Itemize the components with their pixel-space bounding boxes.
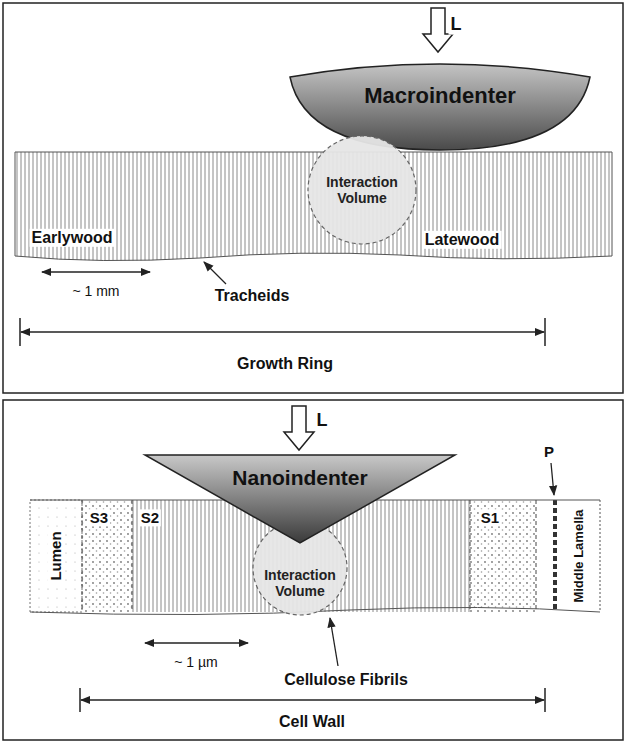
dimension-arrow xyxy=(145,642,248,643)
slab-edge xyxy=(600,500,601,612)
panel-frame xyxy=(3,400,623,740)
node-label: Interaction Volume xyxy=(317,174,407,206)
dimension-label: ~ 1 mm xyxy=(70,283,121,299)
layer-label: S3 xyxy=(88,509,110,526)
dimension-arrow xyxy=(42,271,150,272)
dimension-label: ~ 1 µm xyxy=(172,654,219,670)
dimension-tick xyxy=(544,688,546,712)
layer-label: S2 xyxy=(139,509,161,526)
panel-frame xyxy=(3,3,623,393)
s3-layer xyxy=(82,500,132,612)
node-label: Macroindenter xyxy=(364,83,516,108)
layer-boundary xyxy=(536,500,537,612)
node-label: Nanoindenter xyxy=(232,466,367,490)
region-label: Earlywood xyxy=(30,229,115,247)
layer-label: S1 xyxy=(479,509,501,526)
primary-wall xyxy=(553,500,557,612)
layer-boundary xyxy=(82,500,83,612)
load-label: L xyxy=(315,410,330,431)
dimension-line xyxy=(81,699,544,700)
dimension-tick xyxy=(19,318,21,346)
load-label: L xyxy=(449,14,464,35)
layer-label: P xyxy=(542,443,556,460)
load-arrow xyxy=(284,406,314,450)
dimension-label: Growth Ring xyxy=(235,355,335,373)
lumen-region xyxy=(30,500,82,612)
part-label: Tracheids xyxy=(213,287,292,305)
dimension-tick xyxy=(544,318,546,346)
region-label: Middle Lamella xyxy=(572,507,587,604)
layer-boundary xyxy=(470,500,471,612)
interaction-volume: Interaction Volume xyxy=(307,135,417,245)
dimension-label: Cell Wall xyxy=(277,713,347,731)
nanoindenter: Nanoindenter xyxy=(145,455,455,543)
leader-line xyxy=(330,618,338,666)
region-label: Latewood xyxy=(423,231,502,249)
leader-line xyxy=(204,262,226,284)
node-label: Interaction Volume xyxy=(262,567,338,599)
layer-boundary xyxy=(132,500,133,612)
region-label: Lumen xyxy=(47,529,64,582)
leader-line xyxy=(551,463,554,495)
macroindenter: Macroindenter xyxy=(290,55,590,150)
part-label: Cellulose Fibrils xyxy=(282,671,410,689)
dimension-tick xyxy=(79,688,81,712)
dimension-line xyxy=(21,331,544,332)
s1-layer xyxy=(470,500,536,612)
